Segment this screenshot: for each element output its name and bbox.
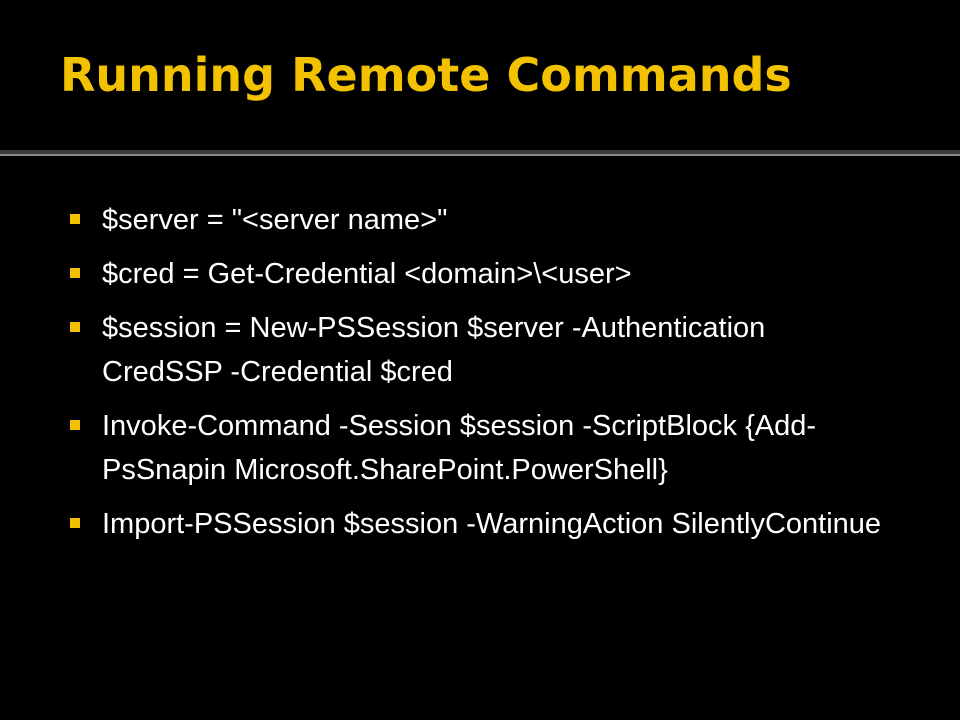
square-bullet-icon <box>70 214 80 224</box>
bullet-text: $server = "<server name>" <box>102 204 448 236</box>
bullet-item-server: $server = "<server name>" <box>70 198 890 242</box>
content-area: $server = "<server name>" $cred = Get-Cr… <box>0 156 960 720</box>
bullet-item-invoke-command: Invoke-Command -Session $session -Script… <box>70 404 890 492</box>
bullet-text: Invoke-Command -Session $session -Script… <box>102 410 817 486</box>
bullet-text: Import-PSSession $session -WarningAction… <box>102 508 882 540</box>
title-bar: Running Remote Commands <box>0 0 960 150</box>
title-divider <box>0 150 960 156</box>
bullet-item-import-session: Import-PSSession $session -WarningAction… <box>70 502 890 546</box>
square-bullet-icon <box>70 322 80 332</box>
bullet-text: $session = New-PSSession $server -Authen… <box>102 312 766 388</box>
slide-title: Running Remote Commands <box>60 48 792 102</box>
bullet-list: $server = "<server name>" $cred = Get-Cr… <box>70 198 890 556</box>
bullet-item-session: $session = New-PSSession $server -Authen… <box>70 306 890 394</box>
bullet-text: $cred = Get-Credential <domain>\<user> <box>102 258 632 290</box>
square-bullet-icon <box>70 268 80 278</box>
square-bullet-icon <box>70 518 80 528</box>
square-bullet-icon <box>70 420 80 430</box>
bullet-item-cred: $cred = Get-Credential <domain>\<user> <box>70 252 890 296</box>
